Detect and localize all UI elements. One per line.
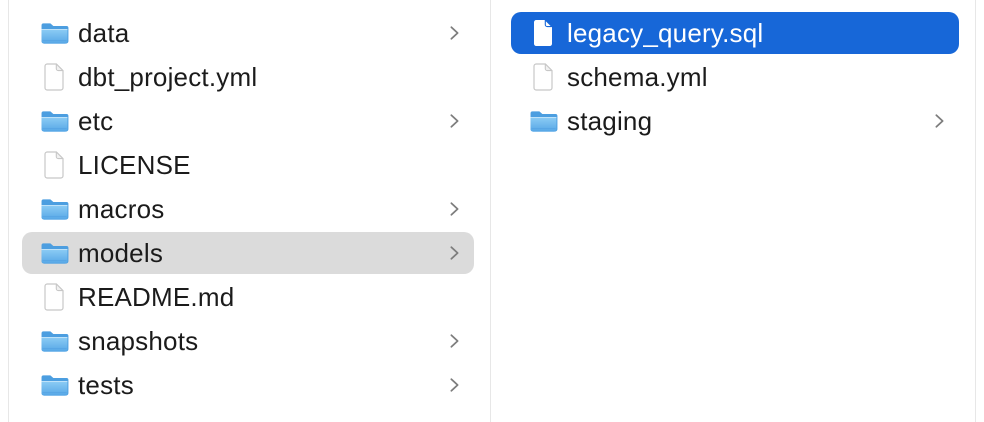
folder-icon [39, 21, 69, 45]
folder-icon [528, 109, 558, 133]
file-row-etc[interactable]: etc [22, 100, 474, 142]
next-column-empty-strip [976, 0, 984, 422]
column-models-contents: legacy_query.sql schema.yml staging [491, 0, 976, 422]
file-label: dbt_project.yml [78, 62, 258, 92]
chevron-right-icon [449, 113, 460, 129]
file-label: README.md [78, 282, 235, 312]
file-row-readme-md[interactable]: README.md [22, 276, 474, 318]
folder-icon [39, 109, 69, 133]
chevron-right-icon [449, 333, 460, 349]
file-row-dbt-project-yml[interactable]: dbt_project.yml [22, 56, 474, 98]
file-icon [39, 283, 69, 311]
file-row-models-selected[interactable]: models [22, 232, 474, 274]
folder-icon [39, 329, 69, 353]
chevron-right-icon [934, 113, 945, 129]
file-label: data [78, 18, 130, 48]
file-row-license[interactable]: LICENSE [22, 144, 474, 186]
column-models-parent: data dbt_project.yml etc LICENSE macros … [9, 0, 491, 422]
file-row-tests[interactable]: tests [22, 364, 474, 406]
file-label: staging [567, 106, 653, 136]
file-label: schema.yml [567, 62, 708, 92]
file-label: etc [78, 106, 114, 136]
previous-column-divider [0, 0, 9, 422]
file-row-schema-yml[interactable]: schema.yml [511, 56, 959, 98]
chevron-right-icon [449, 201, 460, 217]
file-row-snapshots[interactable]: snapshots [22, 320, 474, 362]
chevron-right-icon [449, 377, 460, 393]
file-row-macros[interactable]: macros [22, 188, 474, 230]
file-row-staging[interactable]: staging [511, 100, 959, 142]
file-label: models [78, 238, 164, 268]
file-row-data[interactable]: data [22, 12, 474, 54]
file-label: LICENSE [78, 150, 191, 180]
file-icon [39, 63, 69, 91]
file-label: macros [78, 194, 165, 224]
file-label: legacy_query.sql [567, 18, 764, 48]
file-icon [528, 19, 558, 47]
chevron-right-icon [449, 245, 460, 261]
file-icon [39, 151, 69, 179]
file-label: snapshots [78, 326, 199, 356]
file-label: tests [78, 370, 134, 400]
chevron-right-icon [449, 25, 460, 41]
folder-icon [39, 241, 69, 265]
folder-icon [39, 197, 69, 221]
folder-icon [39, 373, 69, 397]
file-icon [528, 63, 558, 91]
file-row-legacy-query-sql-selected[interactable]: legacy_query.sql [511, 12, 959, 54]
